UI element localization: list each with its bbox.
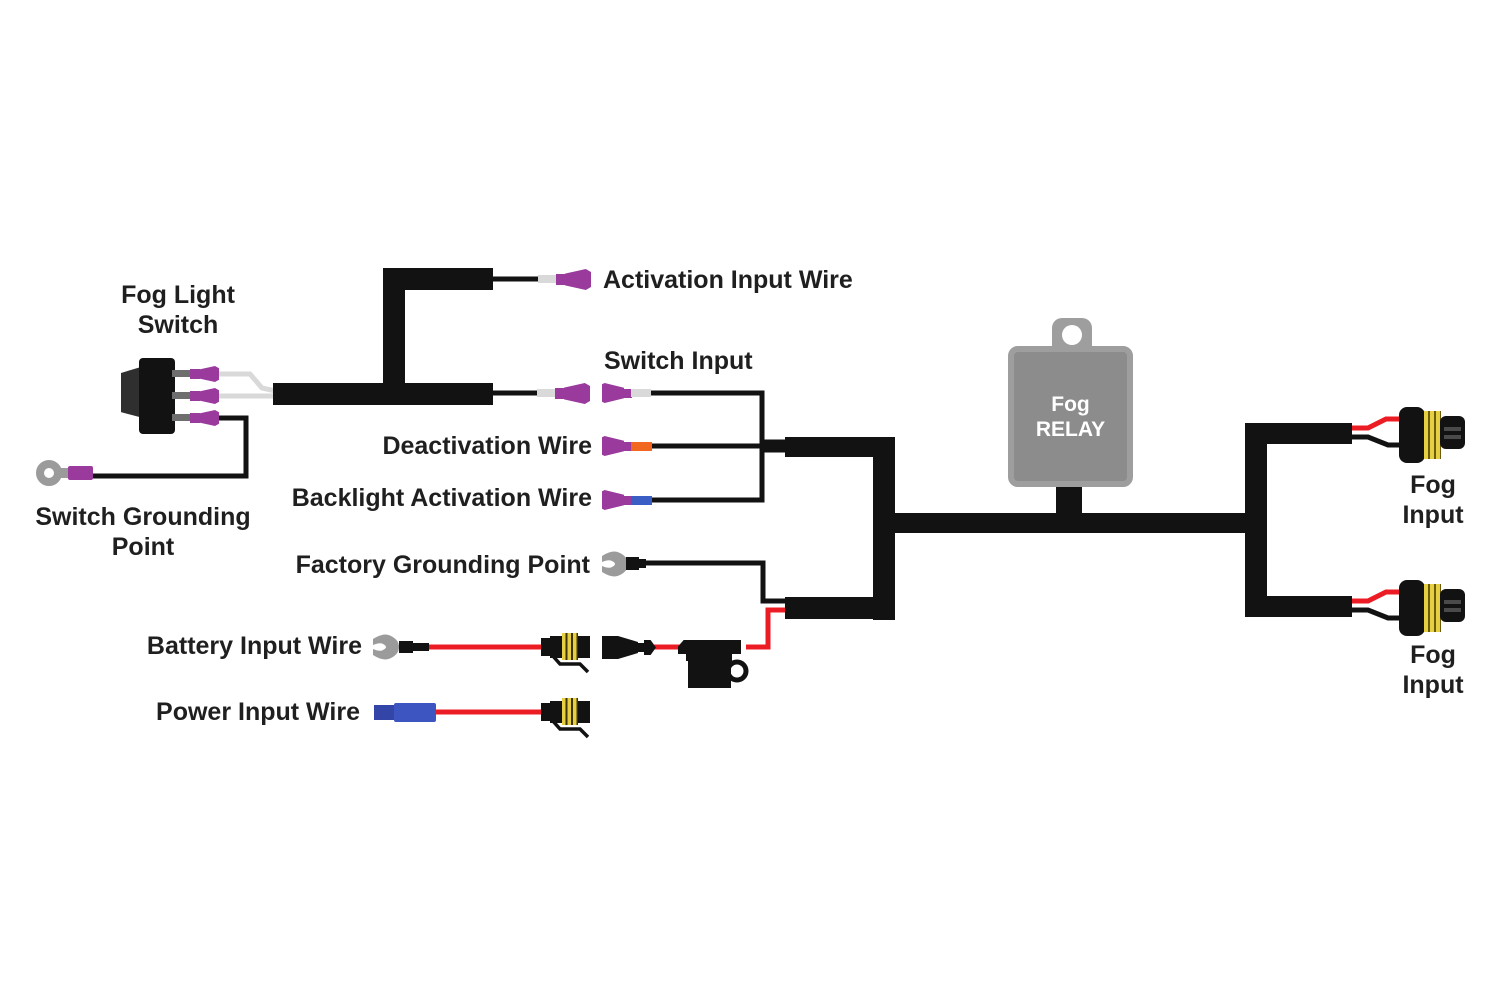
battery-seal-connector-seal (562, 633, 578, 660)
ring-terminal-crimp (59, 468, 70, 478)
power-seal-connector (541, 703, 550, 721)
harness-junction-top (785, 437, 895, 457)
harness-relay-stub (1056, 484, 1082, 515)
switch-input-wire-right (649, 390, 788, 445)
fog-input-connector-top-rib (1444, 435, 1461, 439)
ring-terminal-sleeve (68, 466, 93, 480)
switch-grounding-point-label: Switch Grounding Point (35, 503, 251, 561)
fog-bottom-red-wire (1350, 589, 1401, 604)
harness-junction-vertical (873, 437, 895, 620)
harness-activation-branch (383, 268, 493, 290)
switch-spade-connector (190, 413, 200, 423)
bullet-connector-pair (644, 640, 656, 655)
switch-input-female-connector (564, 383, 590, 404)
fog-relay-box (1008, 346, 1133, 487)
harness-switch-riser (383, 268, 405, 405)
power-input-wire-label: Power Input Wire (156, 698, 360, 726)
relay-mount-hole (1062, 325, 1082, 345)
activation-spade-connector (565, 269, 591, 290)
battery-seal-connector (541, 638, 550, 656)
fog-input-connector-bottom-seal (1424, 584, 1441, 632)
battery-fork-crimp (413, 643, 429, 651)
harness-main (273, 383, 493, 405)
bullet-connector-pair (602, 636, 618, 659)
fog-relay-label: Fog RELAY (1035, 393, 1106, 441)
deactivation-sleeve (631, 442, 652, 451)
backlight-wire-lead (650, 447, 788, 503)
fog-input-connector-bottom-rib (1444, 608, 1461, 612)
fog-top-red-wire (1350, 416, 1401, 431)
switch-terminal-stub (172, 414, 192, 421)
fog-input-top-label: Fog Input (1402, 471, 1464, 529)
harness-relay-run (895, 513, 1267, 533)
backlight-sleeve (631, 496, 652, 505)
harness-right-top-arm (1245, 423, 1352, 444)
switch-ground-wire (88, 415, 249, 479)
switch-input-sleeve-right (631, 389, 651, 397)
factory-fork-crimp (638, 559, 646, 568)
battery-input-wire-label: Battery Input Wire (146, 632, 362, 660)
fuse-holder-flange (686, 652, 732, 661)
switch-spade-connector (199, 410, 219, 426)
junction-red-wire (746, 607, 788, 650)
power-seal-connector-seal (562, 698, 578, 725)
fog-input-connector-top-rib (1444, 427, 1461, 431)
factory-grounding-point-label: Factory Grounding Point (295, 551, 590, 579)
activation-wire-sleeve (538, 275, 558, 283)
fog-input-connector-top (1399, 407, 1425, 463)
switch-spade-connector (199, 366, 219, 382)
bullet-connector-pair (618, 636, 638, 659)
fog-input-bottom-label: Fog Input (1402, 641, 1464, 699)
switch-input-sleeve-left (537, 389, 557, 397)
fuse-holder-bar (678, 640, 741, 654)
activation-input-wire-label: Activation Input Wire (603, 266, 853, 294)
switch-input-male-connector (602, 383, 624, 403)
battery-seal-connector (578, 636, 590, 658)
power-butt-connector (374, 705, 396, 720)
switch-terminal-stub (172, 370, 192, 377)
battery-connector-latch (550, 653, 590, 674)
deactivation-connector (602, 436, 624, 456)
deactivation-wire-label: Deactivation Wire (382, 432, 592, 460)
switch-spade-connector (190, 369, 200, 379)
deactivation-connector (623, 442, 632, 451)
activation-spade-connector (556, 274, 566, 285)
battery-fork-terminal-icon (373, 634, 399, 660)
harness-right-vertical (1245, 423, 1267, 617)
switch-spade-connector (190, 391, 200, 401)
switch-input-female-connector (555, 388, 565, 399)
switch-spade-connector (199, 388, 219, 404)
switch-terminal-stub (172, 392, 192, 399)
ring-terminal-icon (36, 460, 62, 486)
fog-bottom-black-wire (1350, 607, 1401, 621)
power-seal-connector (550, 701, 562, 723)
fog-input-connector-top (1440, 416, 1465, 449)
factory-ground-wire (642, 560, 788, 604)
fog-input-connector-bottom (1440, 589, 1465, 622)
switch-input-label: Switch Input (604, 347, 753, 375)
fog-input-connector-top-seal (1424, 411, 1441, 459)
fog-input-connector-bottom (1399, 580, 1425, 636)
fog-top-black-wire (1350, 434, 1401, 448)
factory-fork-crimp (626, 557, 639, 570)
backlight-activation-wire-label: Backlight Activation Wire (291, 484, 592, 512)
fog-light-switch-body (139, 358, 175, 434)
factory-fork-terminal-icon (602, 551, 628, 577)
backlight-connector (623, 496, 632, 505)
harness-right-bottom-arm (1245, 596, 1352, 617)
fuse-holder-box (688, 661, 731, 688)
bullet-connector-pair (637, 643, 646, 652)
battery-seal-connector (550, 636, 562, 658)
backlight-connector (602, 490, 624, 510)
battery-fork-crimp (399, 641, 413, 653)
harness-junction-bottom (785, 597, 895, 619)
power-seal-connector (578, 701, 590, 723)
fog-light-switch-label: Fog Light Switch (121, 281, 235, 339)
power-connector-latch (550, 718, 590, 739)
fog-input-connector-bottom-rib (1444, 600, 1461, 604)
power-butt-connector (394, 703, 436, 722)
switch-input-male-connector (623, 389, 632, 398)
switch-wire-top (216, 371, 281, 395)
